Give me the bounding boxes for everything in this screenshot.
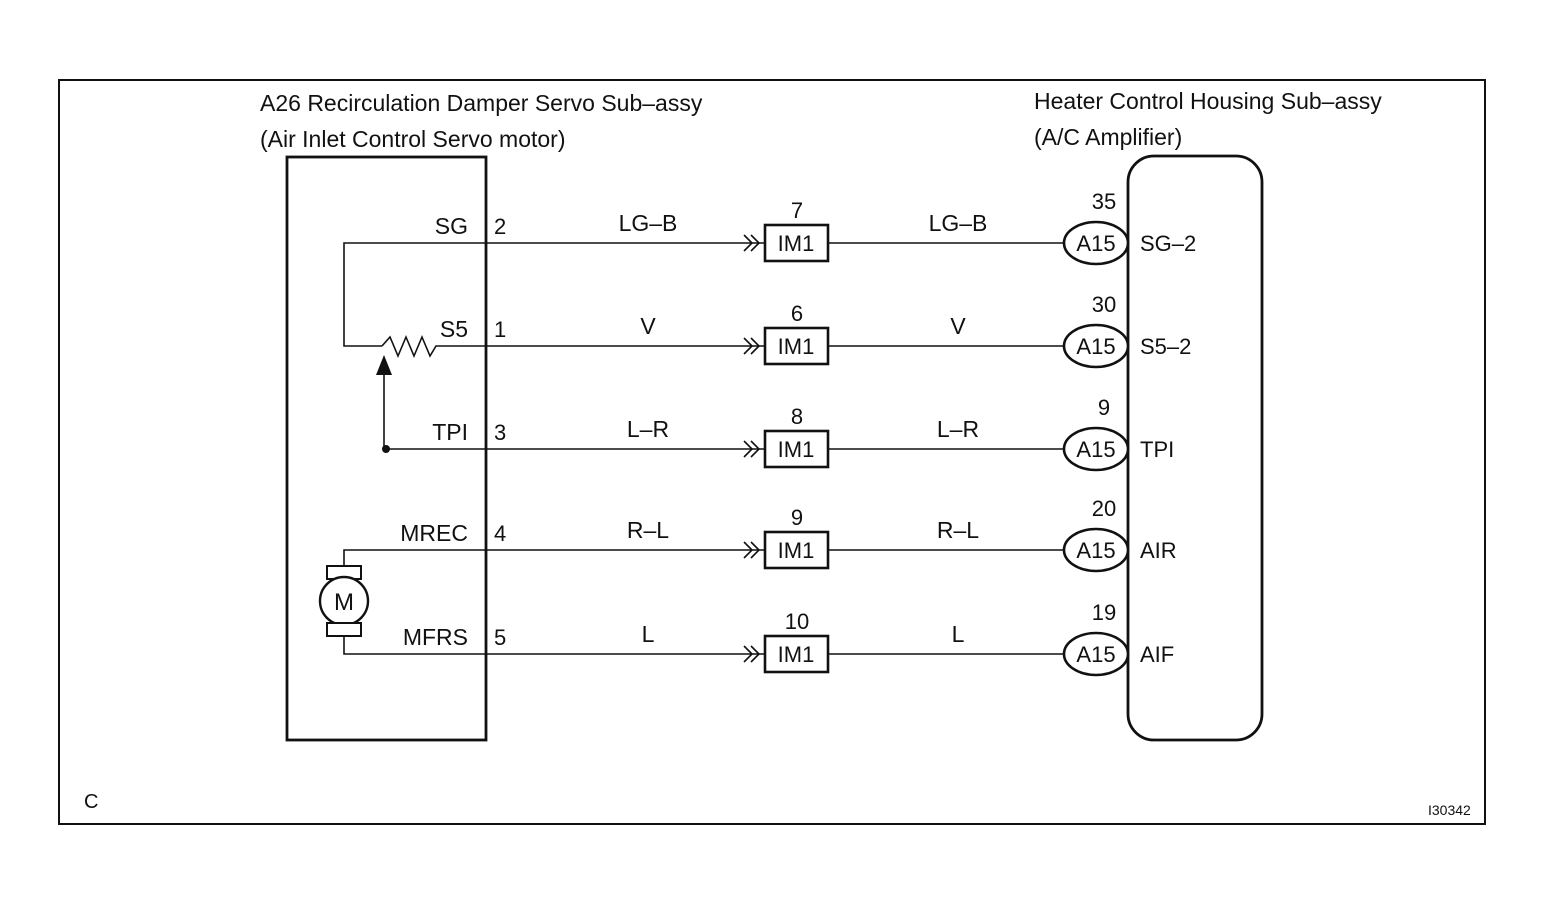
diagram-frame — [58, 79, 1486, 825]
a15-connector-oval — [1062, 527, 1130, 573]
connector-chevron — [750, 440, 761, 458]
wire-color-right: V — [950, 313, 966, 339]
a15-connector-oval — [1062, 323, 1130, 369]
a15-connector-label: A15 — [1076, 231, 1115, 256]
connector-chevron — [743, 337, 754, 355]
a15-connector-label: A15 — [1076, 334, 1115, 359]
wire-color-left: LG–B — [619, 210, 678, 236]
im1-connector-box — [763, 429, 830, 469]
motor-symbol: M — [318, 549, 486, 655]
left-component-title: A26 Recirculation Damper Servo Sub–assy — [260, 90, 703, 116]
im1-connector-label: IM1 — [778, 642, 815, 667]
connector-chevron — [743, 440, 754, 458]
wire-color-right: L — [952, 621, 965, 647]
servo-pin-name: SG — [435, 213, 468, 239]
connector-chevron — [750, 645, 761, 663]
im1-pin-number: 10 — [785, 609, 809, 634]
amplifier-terminal-name: AIR — [1140, 538, 1177, 563]
a15-connector-oval — [1062, 631, 1130, 677]
amplifier-terminal-name: SG–2 — [1140, 231, 1196, 256]
im1-pin-number: 6 — [791, 301, 803, 326]
amplifier-terminal-name: AIF — [1140, 642, 1174, 667]
im1-connector-label: IM1 — [778, 231, 815, 256]
right-component-title: Heater Control Housing Sub–assy — [1034, 88, 1382, 114]
motor-label: M — [334, 589, 354, 616]
im1-connector-box — [763, 223, 830, 263]
connector-chevron — [743, 645, 754, 663]
servo-pin-name: MREC — [400, 520, 468, 546]
wire-color-left: L–R — [627, 416, 669, 442]
servo-pin-name: S5 — [440, 316, 468, 342]
im1-pin-number: 9 — [791, 505, 803, 530]
wire-color-right: R–L — [937, 517, 979, 543]
a15-pin-number: 35 — [1092, 189, 1116, 214]
im1-pin-number: 8 — [791, 404, 803, 429]
servo-pin-name: MFRS — [403, 624, 468, 650]
a15-connector-oval — [1062, 220, 1130, 266]
connector-chevron — [743, 234, 754, 252]
a15-pin-number: 20 — [1092, 496, 1116, 521]
servo-pin-number: 3 — [494, 420, 506, 445]
a15-connector-oval — [1062, 426, 1130, 472]
servo-pin-name: TPI — [432, 419, 468, 445]
connector-chevron — [743, 541, 754, 559]
a15-pin-number: 19 — [1092, 600, 1116, 625]
wire-color-left: L — [642, 621, 655, 647]
corner-letter: C — [84, 791, 98, 813]
connector-chevron — [750, 337, 761, 355]
wire-color-right: L–R — [937, 416, 979, 442]
connector-chevron — [750, 234, 761, 252]
wire-color-left: V — [640, 313, 656, 339]
wire-color-left: R–L — [627, 517, 669, 543]
im1-connector-label: IM1 — [778, 437, 815, 462]
servo-pin-number: 1 — [494, 317, 506, 342]
connector-chevron — [750, 541, 761, 559]
right-component-subtitle: (A/C Amplifier) — [1034, 124, 1182, 150]
im1-connector-box — [763, 634, 830, 674]
potentiometer-symbol — [343, 242, 486, 453]
figure-id: I30342 — [1428, 802, 1471, 818]
servo-pin-number: 4 — [494, 521, 506, 546]
left-component-subtitle: (Air Inlet Control Servo motor) — [260, 126, 565, 152]
servo-pin-number: 2 — [494, 214, 506, 239]
amplifier-terminal-name: TPI — [1140, 437, 1174, 462]
amplifier-terminal-name: S5–2 — [1140, 334, 1191, 359]
a15-connector-label: A15 — [1076, 538, 1115, 563]
a15-connector-label: A15 — [1076, 437, 1115, 462]
im1-pin-number: 7 — [791, 198, 803, 223]
wire-color-right: LG–B — [929, 210, 988, 236]
im1-connector-label: IM1 — [778, 538, 815, 563]
servo-pin-number: 5 — [494, 625, 506, 650]
im1-connector-label: IM1 — [778, 334, 815, 359]
a15-pin-number: 9 — [1098, 395, 1110, 420]
a15-pin-number: 30 — [1092, 292, 1116, 317]
a15-connector-label: A15 — [1076, 642, 1115, 667]
